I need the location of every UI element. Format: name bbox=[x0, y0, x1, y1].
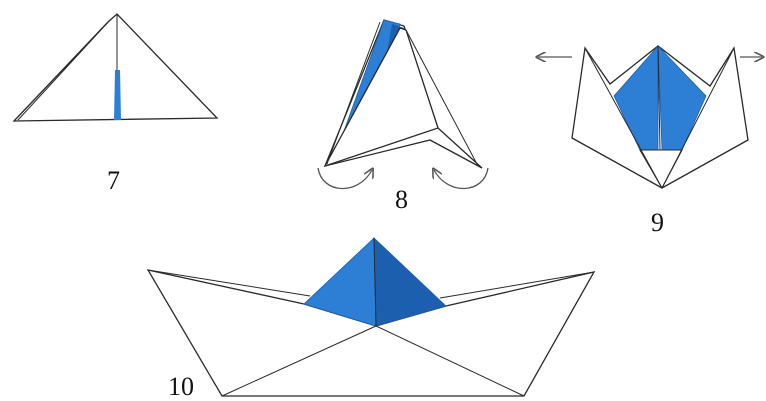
curved-arrow-right-icon bbox=[434, 168, 488, 189]
step-10-number: 10 bbox=[168, 374, 194, 400]
step-7-figure bbox=[14, 14, 217, 121]
curved-arrow-left-icon bbox=[318, 168, 372, 189]
step-8-number: 8 bbox=[395, 187, 408, 213]
step-9-figure bbox=[538, 46, 762, 188]
step-10-figure bbox=[148, 238, 594, 396]
step-9-number: 9 bbox=[651, 210, 664, 236]
step-7-blue-strip bbox=[114, 70, 121, 120]
step-7-number: 7 bbox=[107, 168, 120, 194]
step-8-figure bbox=[318, 20, 488, 189]
